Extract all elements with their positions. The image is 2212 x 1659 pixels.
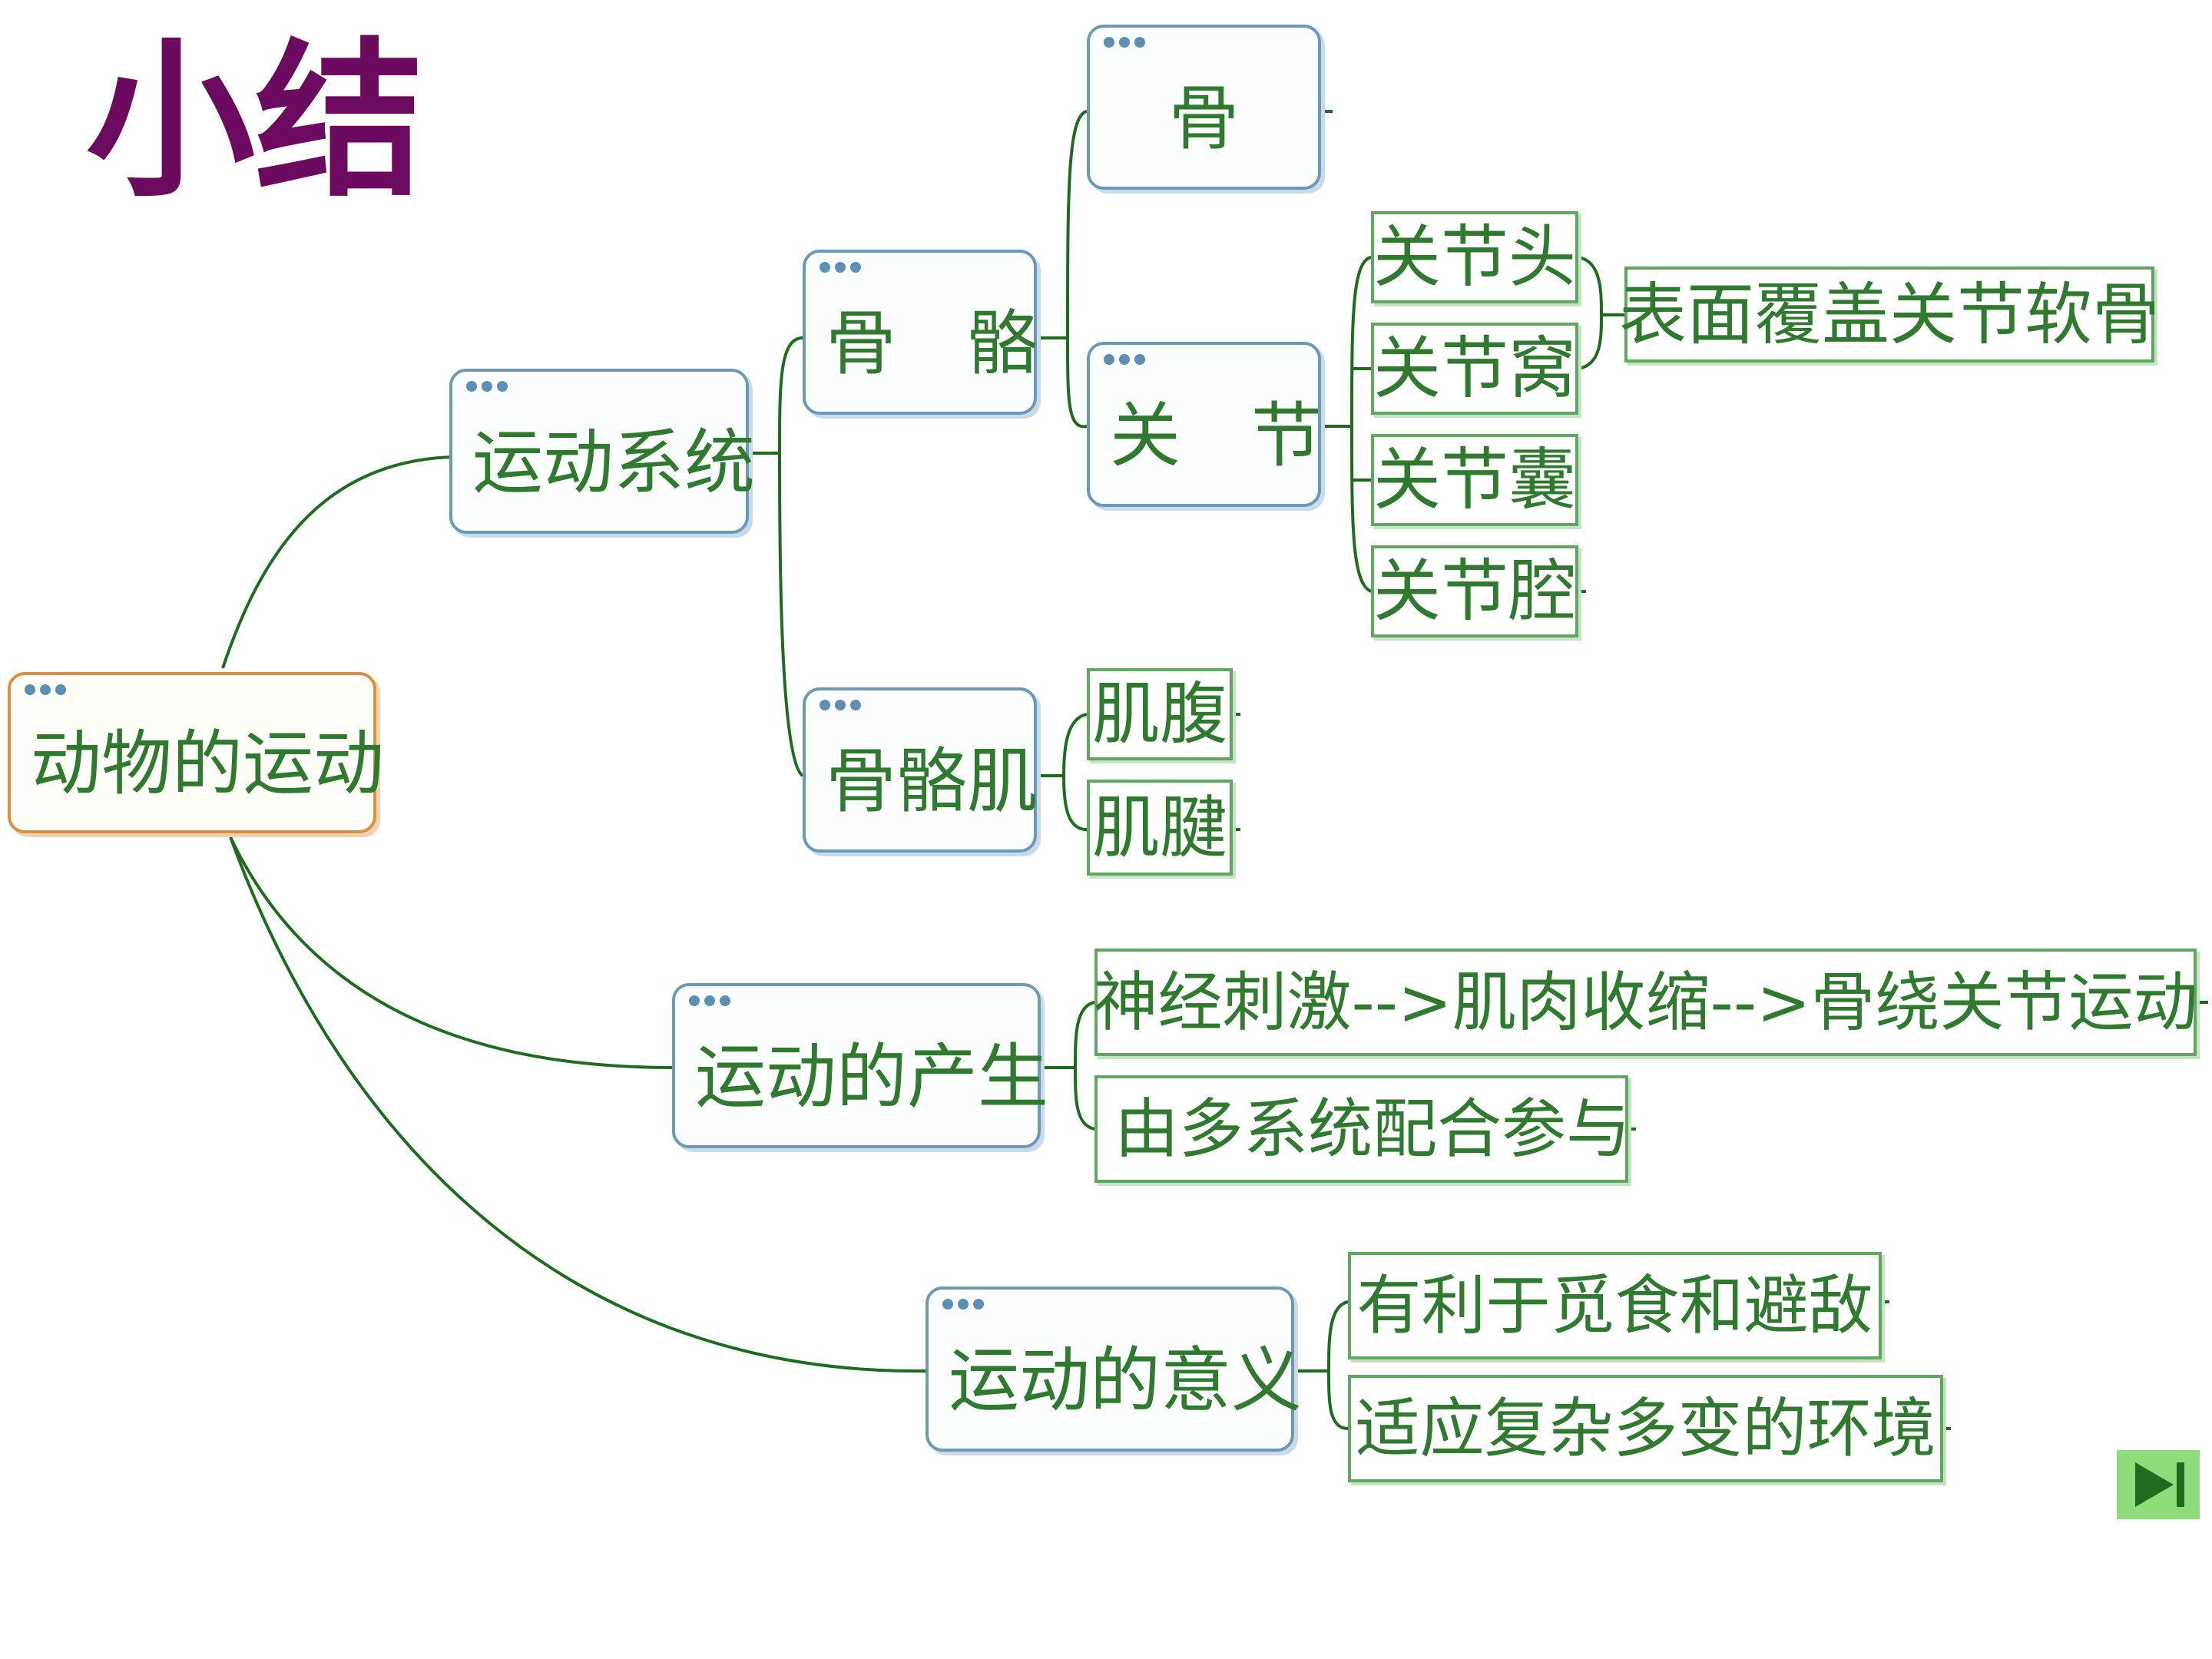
skeletal-muscle-label: 骨骼肌	[826, 740, 1038, 823]
joint-cavity-leaf[interactable]: 关节腔	[1371, 545, 1578, 637]
movement-production-label: 运动的产生	[695, 1035, 1049, 1118]
joint-socket-leaf[interactable]: 关节窝	[1371, 323, 1578, 415]
muscle-belly-leaf[interactable]: 肌腹	[1087, 668, 1233, 760]
movement-significance-node[interactable]: 运动的意义	[926, 1286, 1302, 1452]
movement-significance-label: 运动的意义	[949, 1339, 1303, 1422]
movement-production-node[interactable]: 运动的产生	[672, 983, 1048, 1148]
three-dots-icon	[820, 700, 861, 710]
adapt-environment-leaf[interactable]: 适应复杂多变的环境	[1348, 1375, 1943, 1482]
three-dots-icon	[820, 262, 861, 273]
play-next-icon	[2135, 1462, 2184, 1507]
locomotor-system-node[interactable]: 运动系统	[449, 369, 755, 534]
three-dots-icon	[1104, 354, 1145, 365]
three-dots-icon	[25, 684, 66, 695]
cartilage-leaf[interactable]: 表面覆盖关节软骨	[1619, 267, 2160, 363]
joint-capsule-leaf[interactable]: 关节囊	[1371, 434, 1578, 526]
skeletal-muscle-node[interactable]: 骨骼肌	[803, 687, 1038, 853]
joint-node[interactable]: 关 节	[1087, 342, 1323, 507]
process-chain-leaf[interactable]: 神经刺激-->肌肉收缩-->骨绕关节运动	[1094, 949, 2198, 1056]
skeleton-label: 骨 骼	[826, 302, 1038, 385]
multi-system-leaf[interactable]: 由多系统配合参与	[1094, 1075, 1631, 1183]
joint-head-leaf[interactable]: 关节头	[1371, 211, 1578, 303]
three-dots-icon	[466, 381, 508, 392]
three-dots-icon	[689, 995, 730, 1006]
root-node[interactable]: 动物的运动	[8, 672, 384, 833]
joint-label: 关 节	[1110, 394, 1323, 477]
root-node-label: 动物的运动	[31, 723, 385, 805]
bone-label: 骨	[1168, 77, 1240, 160]
bone-node[interactable]: 骨	[1087, 25, 1321, 190]
locomotor-system-label: 运动系统	[472, 421, 756, 504]
three-dots-icon	[942, 1299, 984, 1310]
tendon-leaf[interactable]: 肌腱	[1087, 780, 1233, 876]
page-title: 小结	[86, 21, 425, 220]
three-dots-icon	[1104, 37, 1145, 48]
skeleton-node[interactable]: 骨 骼	[803, 250, 1038, 415]
food-escape-leaf[interactable]: 有利于觅食和避敌	[1348, 1252, 1882, 1359]
play-next-button[interactable]	[2117, 1450, 2200, 1519]
